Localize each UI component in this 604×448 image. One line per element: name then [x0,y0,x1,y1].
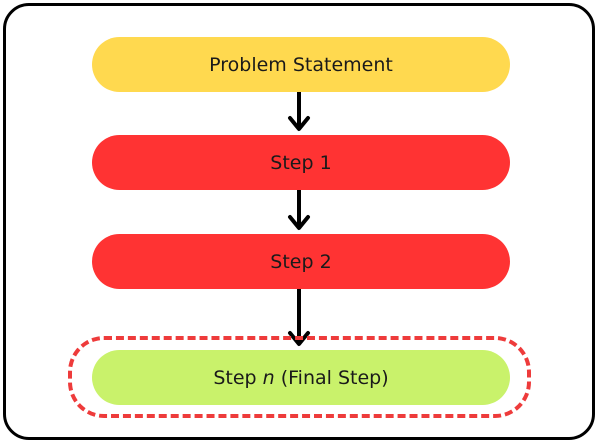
step1-node: Step 1 [92,135,510,190]
step2-label: Step 2 [270,250,332,273]
step2-node: Step 2 [92,234,510,289]
final-step-variable: n [262,366,275,389]
final-step-highlight [68,336,531,418]
final-step-node: Step n (Final Step) [92,350,510,405]
step1-label: Step 1 [270,151,332,174]
final-step-label: Step n (Final Step) [213,367,388,389]
arrow-step1-to-step2 [288,188,310,230]
final-step-suffix: (Final Step) [274,366,389,389]
problem-statement-label: Problem Statement [209,53,393,76]
final-step-prefix: Step [213,366,263,389]
arrow-problem-to-step1 [288,90,310,131]
problem-statement-node: Problem Statement [92,37,510,92]
